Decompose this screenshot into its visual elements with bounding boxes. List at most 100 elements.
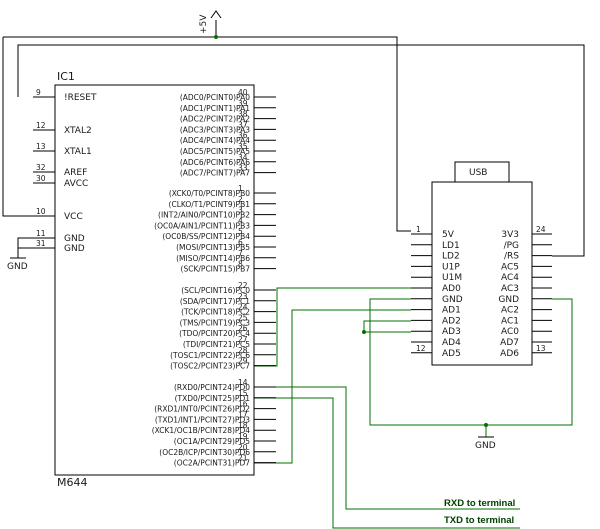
wire-ad2 xyxy=(363,320,411,332)
ic1-pin-name: XTAL2 xyxy=(64,126,92,136)
ic1-pin-name: GND xyxy=(64,234,85,244)
ic1-pin-name: !RESET xyxy=(64,93,97,103)
ic1-pin-number: 7 xyxy=(238,249,243,258)
usb-pin-name: AC3 xyxy=(501,284,519,294)
ic1-pin-number: 17 xyxy=(238,410,248,419)
vcc-rail xyxy=(3,36,411,232)
ic1-pin-number: 23 xyxy=(238,292,248,301)
usb-pin-name: LD2 xyxy=(442,252,460,262)
ic1-pin-name: (XCK0/T0/PCINT8)PB0 xyxy=(169,189,250,198)
ic1-pin-name: (OC0A/AIN1/PCINT11)PB3 xyxy=(154,221,250,230)
rxd-terminal-label: RXD to terminal xyxy=(444,498,515,509)
usb-pin-name: AD0 xyxy=(442,284,461,294)
ic1-pin-name: (XCK1/OC1B/PCINT28)PD4 xyxy=(152,426,250,435)
usb-pin-name: AD2 xyxy=(442,316,461,326)
ic1-right-pins: 40(ADC0/PCINT0)PA039(ADC1/PCINT1)PA138(A… xyxy=(152,88,276,468)
ic1-pin-name: (MOSI/PCINT13)PB5 xyxy=(176,243,250,252)
ic1-pin-number: 36 xyxy=(238,131,248,140)
usb-pin-name: 5V xyxy=(442,230,455,240)
ic1-pin-name: (MISO/PCINT14)PB6 xyxy=(176,254,250,263)
ic1-pin-name: GND xyxy=(64,244,85,254)
ic1-pin-name: (TOSC1/PCINT22)PC6 xyxy=(170,351,250,360)
ic1-pin-number: 33 xyxy=(238,164,248,173)
ic1-pin-name: (ADC0/PCINT0)PA0 xyxy=(180,93,250,102)
usb-body xyxy=(431,181,533,366)
ic1-pin-name: (TMS/PCINT19)PC3 xyxy=(180,318,251,327)
ic1-pin-number: 35 xyxy=(238,142,248,151)
ic1-pin-number: 10 xyxy=(36,207,46,216)
usb-pin-name: AD3 xyxy=(442,327,461,337)
ic1-pin-name: AREF xyxy=(64,168,87,178)
usb-pin-name: AD4 xyxy=(442,338,461,348)
ic1-pin-name: (TDO/PCINT20)PC4 xyxy=(179,329,250,338)
ic1-pin-name: (TXD0/PCINT25)PD1 xyxy=(175,394,251,403)
usb-pin-name: AD1 xyxy=(442,306,461,316)
ic1-pin-name: (RXD1/INT0/PCINT26)PD2 xyxy=(154,405,250,414)
usb-pin-name: AC5 xyxy=(501,262,519,272)
gnd-label-bottom: GND xyxy=(475,441,496,451)
ic1-pin-name: AVCC xyxy=(64,179,88,189)
ic1-pin-name: (SDA/PCINT17)PC1 xyxy=(180,297,250,306)
junction-dot xyxy=(214,35,218,39)
ic1-pin-name: (INT2/AIN0/PCINT10)PB2 xyxy=(158,211,250,220)
usb-pin-name: AD6 xyxy=(500,349,519,359)
reset-pullup xyxy=(17,44,585,257)
ic1-pin-number: 8 xyxy=(238,260,243,269)
ic1-pin-number: 28 xyxy=(238,346,248,355)
wire-txd xyxy=(254,397,520,529)
ic1-pin-number: 4 xyxy=(238,216,243,225)
usb-pin-number: 1 xyxy=(416,225,421,234)
usb-pin-name: AC0 xyxy=(501,327,519,337)
ic1-pin-number: 16 xyxy=(238,400,248,409)
ic1-pin-name: (ADC1/PCINT1)PA1 xyxy=(180,104,250,113)
ic1-pin-name: (ADC4/PCINT4)PA4 xyxy=(180,136,250,145)
ic1-pin-name: (OC2B/ICP/PCINT30)PD6 xyxy=(159,448,250,457)
ic1-pin-number: 39 xyxy=(238,99,248,108)
ic1-pin-number: 5 xyxy=(238,227,243,236)
ic1-pin-number: 30 xyxy=(36,174,46,183)
ic1-pin-number: 29 xyxy=(238,357,248,366)
usb-pin-name: AC2 xyxy=(501,306,519,316)
ic1-pin-name: (ADC5/PCINT5)PA5 xyxy=(180,147,250,156)
ic1-pin-name: (SCK/PCINT15)PB7 xyxy=(181,265,251,274)
ic1-pin-name: VCC xyxy=(64,212,83,222)
usb-pin-name: AD7 xyxy=(500,338,519,348)
ic1-pin-number: 27 xyxy=(238,335,248,344)
ic1-pin-name: (OC0B/SS/PCINT12)PB4 xyxy=(162,232,250,241)
wire-usb-gnd xyxy=(369,298,487,437)
usb-pin-name: AD5 xyxy=(442,349,461,359)
ic1-pin-name: (ADC3/PCINT3)PA3 xyxy=(180,125,250,134)
usb-pin-name: /RS xyxy=(504,252,519,262)
usb-pin-name: AC4 xyxy=(501,273,519,283)
wire-rxd xyxy=(254,386,520,510)
wire-usb-gnd-right xyxy=(486,298,573,426)
ic1-pin-name: (SCL/PCINT16)PC0 xyxy=(181,286,250,295)
ic1-pin-name: (OC1A/PCINT29)PD5 xyxy=(174,437,250,446)
ic1-pin-number: 13 xyxy=(36,142,46,151)
ic1-pin-name: (RXD0/PCINT24)PD0 xyxy=(174,383,250,392)
ic1-pin-number: 22 xyxy=(238,281,248,290)
usb-pin-name: LD1 xyxy=(442,241,460,251)
ic1-pin-number: 40 xyxy=(238,88,248,97)
ic1-pin-number: 21 xyxy=(238,454,248,463)
ic1-pin-name: (TCK/PCINT18)PC2 xyxy=(181,308,250,317)
ic1-pin-name: (OC2A/PCINT31)PD7 xyxy=(174,459,250,468)
ic1-pin-number: 15 xyxy=(238,389,248,398)
usb-pin-name: 3V3 xyxy=(501,230,519,240)
ic1-pin-name: (CLKO/T1/PCINT9)PB1 xyxy=(169,200,251,209)
ic1-pin-number: 25 xyxy=(238,313,248,322)
gnd-label-left: GND xyxy=(7,262,28,272)
ic1-pin-number: 31 xyxy=(36,239,46,248)
usb-pin-name: AC1 xyxy=(501,316,519,326)
ic1-pin-number: 2 xyxy=(238,195,243,204)
ic1-pin-number: 26 xyxy=(238,324,248,333)
txd-terminal-label: TXD to terminal xyxy=(444,515,514,526)
gnd-symbol-bottom: GND xyxy=(475,436,496,451)
ic1-ref: IC1 xyxy=(57,70,75,83)
ic1-pin-number: 1 xyxy=(238,184,243,193)
ic1-pin-number: 11 xyxy=(36,229,46,238)
usb-module: USB 15VLD1LD2U1PU1MAD0GNDAD1AD2AD3AD412A… xyxy=(411,161,552,366)
